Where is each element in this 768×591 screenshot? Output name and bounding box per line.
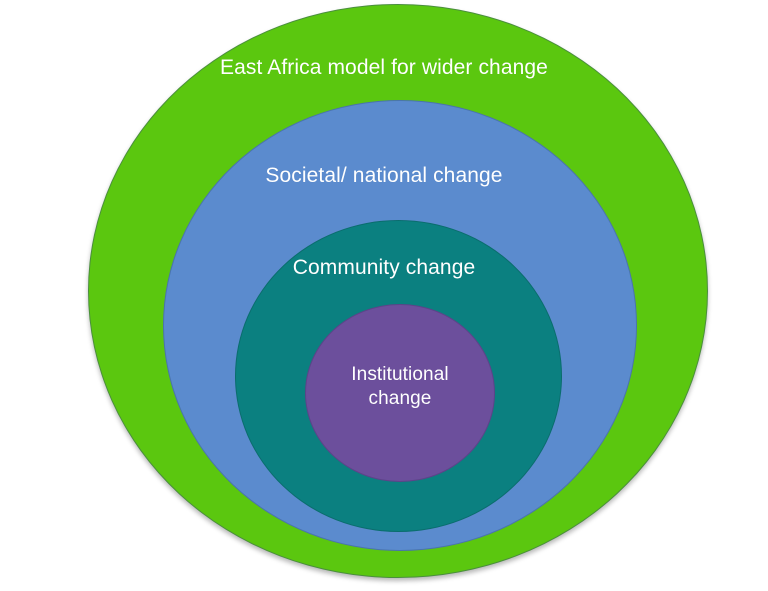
community-ring-label: Community change — [292, 256, 476, 279]
ring-institutional-change — [305, 304, 495, 482]
institutional-ring-label: Institutional change — [351, 364, 449, 410]
societal-ring-label: Societal/ national change — [265, 164, 503, 187]
outer-ring-label: East Africa model for wider change — [220, 56, 548, 79]
